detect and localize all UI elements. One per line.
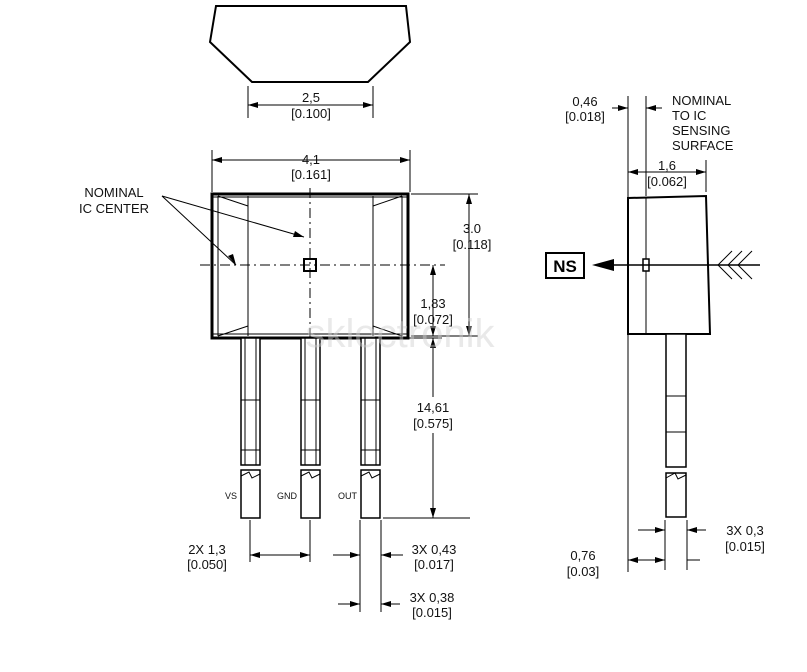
body-width-metric: 4,1	[302, 152, 320, 167]
lead-out	[360, 337, 381, 519]
arrow-head	[228, 254, 236, 265]
field-arrow-fletching	[717, 250, 753, 280]
nominal-label-line2: IC CENTER	[79, 201, 149, 216]
arrow-head	[248, 102, 258, 108]
arrow-head	[628, 169, 638, 175]
ns-label: NS	[553, 257, 577, 276]
offset-metric: 0,76	[570, 548, 595, 563]
arrow-head	[466, 326, 472, 336]
arrow-head	[381, 601, 391, 607]
sensing-note-line2: TO IC	[672, 108, 706, 123]
lead-width-metric: 3X 0,43	[412, 542, 457, 557]
side-lead-lower	[665, 472, 687, 518]
arrow-head	[300, 552, 310, 558]
leader-line	[161, 195, 305, 238]
sensing-note-line4: SURFACE	[672, 138, 734, 153]
arrow-head	[646, 105, 656, 111]
arrow-head	[655, 557, 665, 563]
lead-break	[240, 471, 261, 479]
side-lead-metric: 3X 0,3	[726, 523, 764, 538]
center-height-metric: 1,83	[420, 296, 445, 311]
arrow-head	[212, 157, 222, 163]
lead-break	[300, 471, 321, 479]
watermark: sklectronik	[306, 312, 496, 356]
lead-vs	[240, 337, 261, 519]
lead-length-metric: 14,61	[417, 400, 450, 415]
arrow-head	[466, 194, 472, 204]
bevel-bottom-right	[372, 325, 403, 337]
lead-upper	[240, 337, 261, 466]
bevel-bottom-left	[217, 325, 249, 337]
lead-lower	[240, 469, 261, 519]
arrow-head	[430, 265, 436, 275]
arrow-head	[350, 552, 360, 558]
arrow-head	[381, 552, 391, 558]
top-view: 2,5 [0.100]	[208, 5, 412, 121]
body-height-metric: 3.0	[463, 221, 481, 236]
offset-imperial: [0.03]	[567, 564, 600, 579]
label-backdrop	[405, 397, 463, 433]
thickness-imperial: [0.062]	[647, 174, 687, 189]
body-width-imperial: [0.161]	[291, 167, 331, 182]
ns-box	[545, 252, 585, 279]
field-arrow-head	[592, 259, 614, 271]
arrow-head	[628, 557, 638, 563]
lead-width-imperial: [0.017]	[414, 557, 454, 572]
front-view: 4,1 [0.161] NOMINAL IC CENTER 3.0 [0.118…	[79, 150, 491, 620]
arrow-head	[250, 552, 260, 558]
leader-line	[161, 195, 237, 266]
pitch-metric: 2X 1,3	[188, 542, 226, 557]
top-width-imperial: [0.100]	[291, 106, 331, 121]
lead-lower	[300, 469, 321, 519]
lead-break	[665, 472, 687, 480]
sensing-imperial: [0.018]	[565, 109, 605, 124]
arrow-head	[618, 105, 628, 111]
lead-break	[360, 471, 381, 479]
bevel-top-right	[372, 195, 403, 207]
arrow-head	[696, 169, 706, 175]
lead-narrow-imperial: [0.015]	[412, 605, 452, 620]
body-height-imperial: [0.118]	[453, 237, 492, 252]
thickness-metric: 1,6	[658, 158, 676, 173]
center-height-imperial: [0.072]	[413, 312, 453, 327]
lead-length-imperial: [0.575]	[413, 416, 453, 431]
arrow-head	[400, 157, 410, 163]
lead-upper	[300, 337, 321, 466]
pin-label-out: OUT	[338, 491, 358, 501]
bevel-top-left	[217, 195, 249, 207]
arrow-head	[687, 527, 697, 533]
lead-lower	[360, 469, 381, 519]
lead-narrow-metric: 3X 0,38	[410, 590, 455, 605]
top-width-metric: 2,5	[302, 90, 320, 105]
lead-upper	[360, 337, 381, 466]
arrow-head	[655, 527, 665, 533]
arrow-head	[430, 508, 436, 518]
ic-center-marker	[303, 258, 317, 272]
arrow-head	[363, 102, 373, 108]
arrow-head	[430, 338, 436, 348]
side-lead-upper	[665, 333, 687, 468]
sensing-note-line1: NOMINAL	[672, 93, 731, 108]
nominal-label-line1: NOMINAL	[84, 185, 143, 200]
arrow-head	[430, 326, 436, 336]
pin-label-gnd: GND	[277, 491, 298, 501]
lead-gnd	[300, 337, 321, 519]
pin-label-vs: VS	[225, 491, 237, 501]
sensing-metric: 0,46	[572, 94, 597, 109]
sensing-note-line3: SENSING	[672, 123, 731, 138]
side-view: 0,46 [0.018] NOMINAL TO IC SENSING SURFA…	[545, 93, 765, 579]
arrow-head	[293, 231, 304, 237]
side-lead-imperial: [0.015]	[725, 539, 765, 554]
arrow-head	[350, 601, 360, 607]
pitch-imperial: [0.050]	[187, 557, 227, 572]
top-view-outline	[208, 5, 412, 83]
